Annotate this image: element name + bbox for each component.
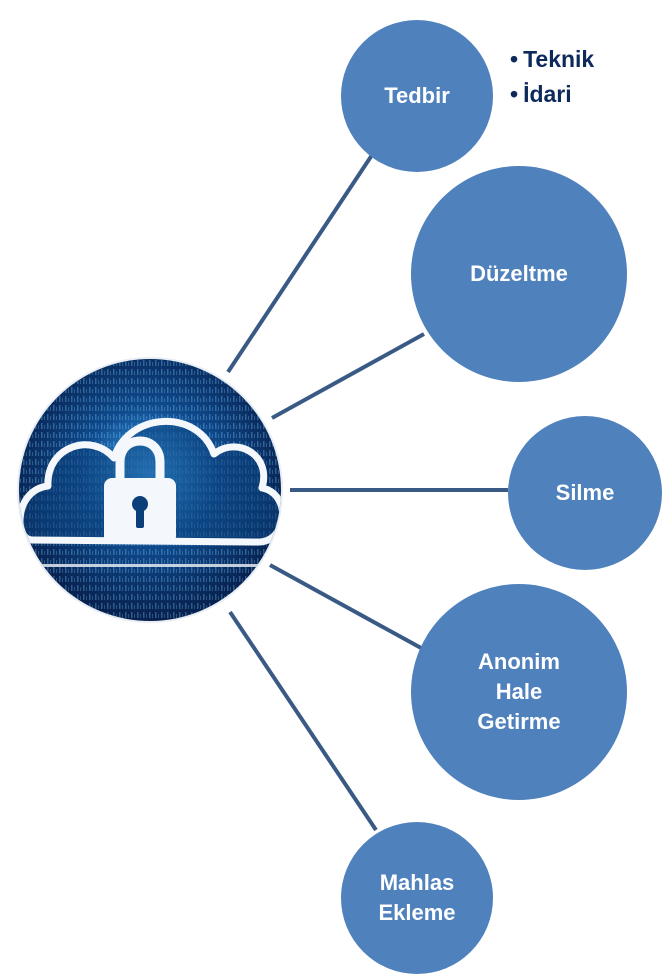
node-tedbir: Tedbir	[341, 20, 493, 172]
connector-anonim	[269, 563, 433, 656]
node-anonim-hale-getirme: Anonim Hale Getirme	[411, 584, 627, 800]
connector-duzeltme	[271, 332, 425, 420]
bullet-item-idari: İdari	[510, 77, 594, 112]
connector-tedbir	[226, 150, 376, 374]
node-tedbir-label: Tedbir	[384, 83, 450, 108]
cloud-lock-icon	[17, 357, 283, 623]
node-mahlas-label: Mahlas Ekleme	[378, 870, 456, 925]
node-silme-label: Silme	[555, 480, 615, 505]
bullet-item-teknik: Teknik	[510, 42, 594, 77]
connector-mahlas	[228, 610, 378, 832]
node-anonim-label: Anonim Hale Getirme	[477, 649, 561, 734]
tedbir-bullet-list: Teknik İdari	[510, 42, 594, 112]
node-duzeltme-label: Düzeltme	[470, 261, 568, 286]
node-silme: Silme	[508, 416, 662, 570]
node-duzeltme: Düzeltme	[411, 166, 627, 382]
node-mahlas-ekleme: Mahlas Ekleme	[341, 822, 493, 974]
